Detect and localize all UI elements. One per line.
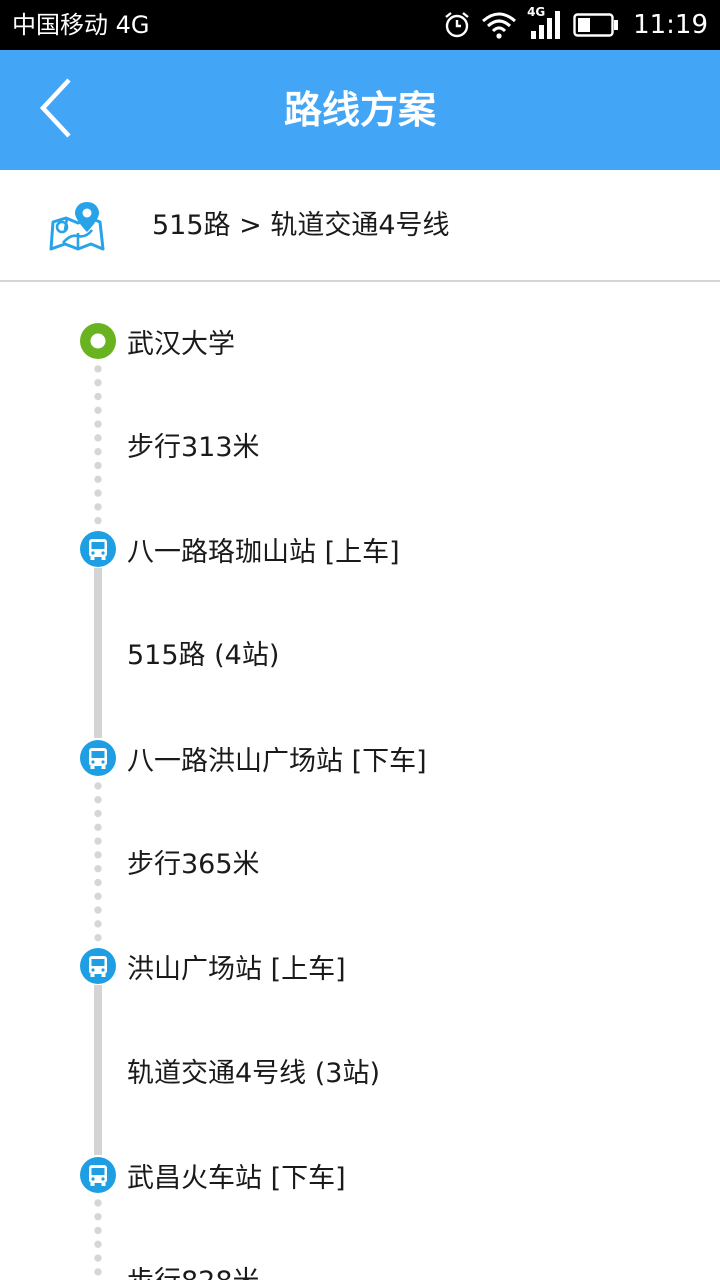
alarm-icon: [443, 11, 471, 39]
app-header: 路线方案: [0, 50, 720, 170]
route-summary: 515路 > 轨道交通4号线: [0, 170, 720, 282]
cell-signal-icon: 4G: [527, 5, 563, 41]
walk-connector: [94, 1193, 102, 1280]
step-ride: 轨道交通4号线 (3站): [127, 1058, 381, 1089]
step-alight: 武昌火车站 [下车]: [127, 1163, 346, 1194]
page-title: 路线方案: [283, 88, 436, 132]
route-steps: 武汉大学 步行313米 八一路珞珈山站 [上车] 515路 (4站) 八一路洪山…: [0, 283, 720, 1280]
step-walk: 步行828米: [127, 1262, 260, 1280]
chevron-left-icon: [35, 76, 75, 144]
route-summary-text: 515路 > 轨道交通4号线: [152, 210, 450, 241]
status-bar: 中国移动 4G 4G: [0, 0, 720, 50]
back-button[interactable]: [22, 72, 88, 148]
step-walk: 步行365米: [127, 849, 260, 880]
bus-icon: [80, 1157, 116, 1193]
map-pin-icon: [48, 200, 106, 252]
ride-connector: [94, 985, 102, 1155]
step-alight: 八一路洪山广场站 [下车]: [127, 746, 427, 777]
origin-ring-icon: [80, 323, 116, 359]
battery-icon: [573, 12, 619, 38]
status-icons: 4G 11:19: [443, 5, 708, 42]
walk-connector: [94, 359, 102, 529]
bus-icon: [80, 948, 116, 984]
step-board: 洪山广场站 [上车]: [127, 954, 346, 985]
bus-icon: [80, 740, 116, 776]
walk-connector: [94, 776, 102, 946]
step-walk: 步行313米: [127, 432, 260, 463]
bus-icon: [80, 531, 116, 567]
network-badge: 4G: [527, 5, 546, 19]
clock: 11:19: [633, 10, 708, 40]
step-origin: 武汉大学: [127, 329, 235, 360]
carrier-label: 中国移动 4G: [12, 11, 150, 39]
ride-connector: [94, 568, 102, 738]
wifi-icon: [481, 11, 517, 39]
step-ride: 515路 (4站): [127, 640, 280, 671]
step-board: 八一路珞珈山站 [上车]: [127, 537, 400, 568]
